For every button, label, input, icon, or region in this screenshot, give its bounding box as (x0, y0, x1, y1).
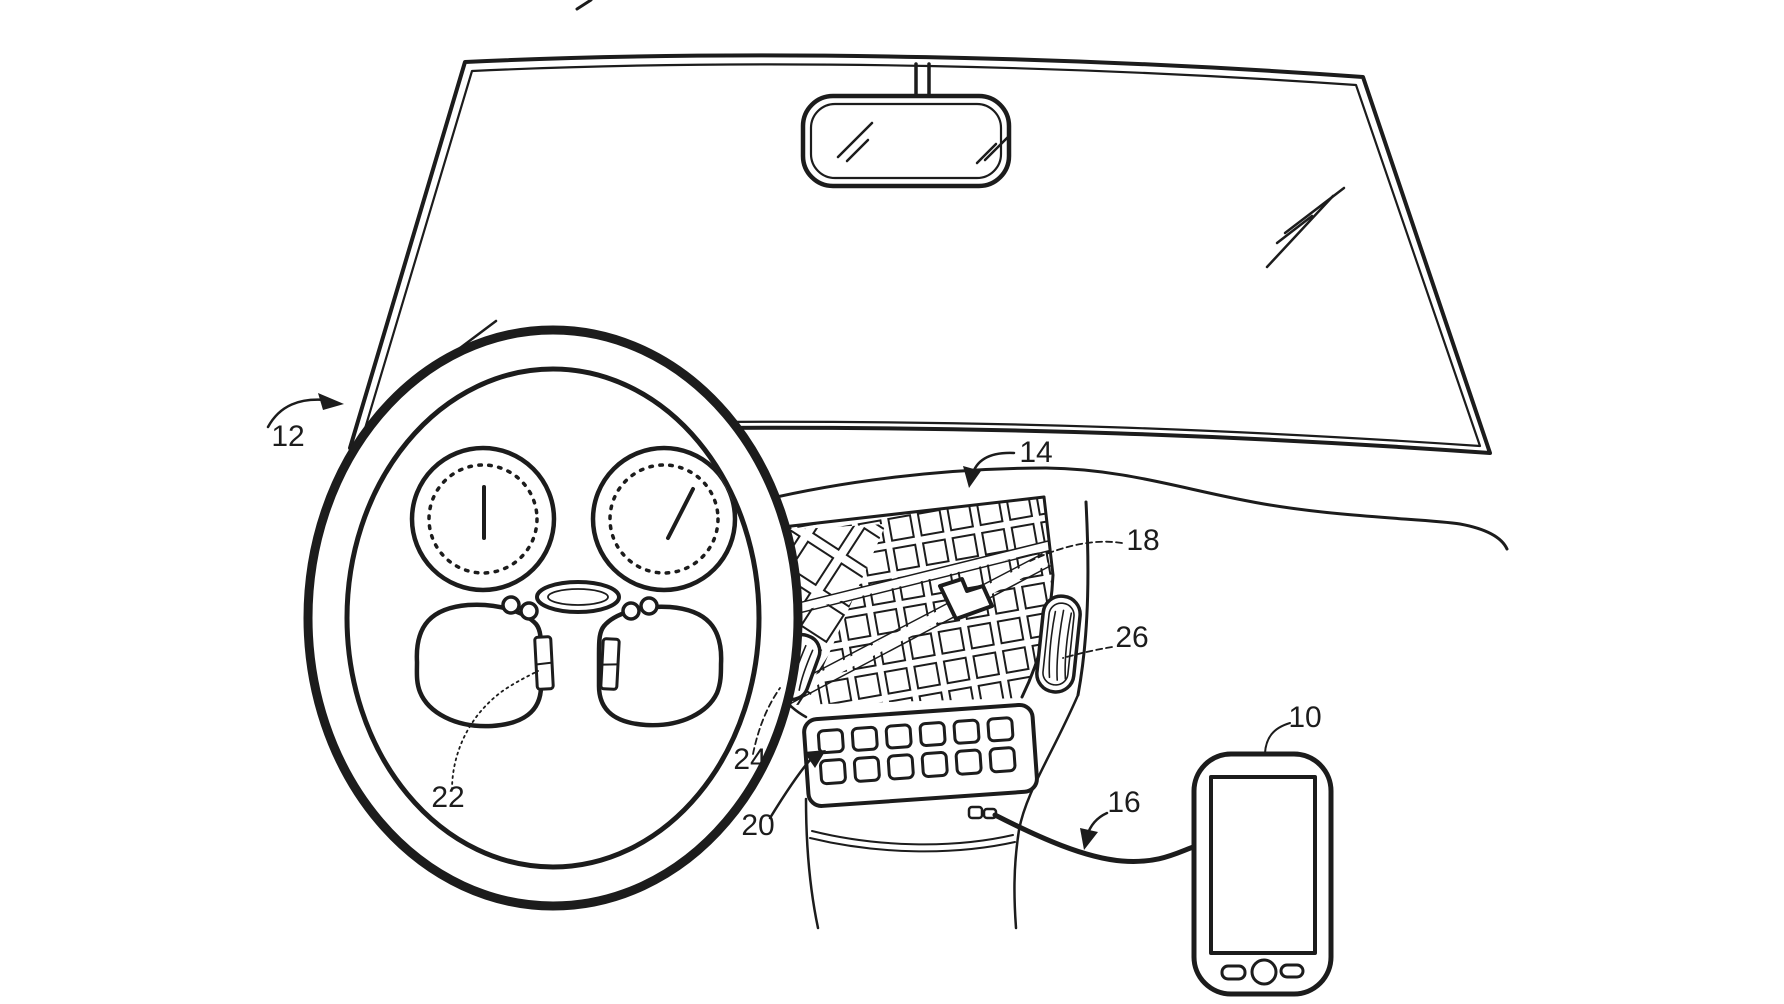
ref-label-22: 22 (431, 781, 464, 814)
panel-button[interactable] (952, 718, 981, 745)
leader-20 (768, 758, 812, 820)
mobile-phone (1191, 751, 1334, 997)
mirror-body-outer (800, 93, 1012, 189)
gauge-left (409, 445, 557, 593)
ref-label-18: 18 (1126, 524, 1159, 557)
wheel-control-button-left[interactable] (533, 635, 555, 691)
arrowhead-12 (318, 393, 344, 410)
arrowhead-14 (963, 466, 981, 488)
map-screen-top-edge (746, 495, 1046, 533)
spoke-bumps (501, 595, 659, 621)
wheel-spoke-right (596, 604, 724, 728)
panel-button[interactable] (816, 728, 845, 755)
phone-home-button[interactable] (1250, 958, 1278, 986)
gauge-right-dotted-dial (608, 463, 720, 575)
mirror-body-inner (809, 102, 1003, 180)
cropped-leader-fragment (575, 0, 593, 11)
gauge-left-dotted-dial (427, 463, 539, 575)
wheel-control-button-right[interactable] (599, 637, 621, 691)
ref-label-14: 14 (1019, 436, 1052, 469)
instrument-cluster (409, 445, 738, 729)
wheel-spoke-left (414, 602, 544, 729)
mirror-glare (836, 121, 1011, 165)
ref-label-24: 24 (733, 743, 766, 776)
button-panel (802, 702, 1039, 808)
panel-button[interactable] (819, 758, 847, 786)
center-stack (772, 500, 1090, 930)
panel-button[interactable] (920, 751, 949, 778)
arrowhead-16 (1080, 828, 1098, 850)
leader-10 (1264, 722, 1291, 754)
map-bold-building (938, 577, 994, 621)
console-tray-lip (809, 830, 1016, 853)
ref-label-12: 12 (271, 420, 304, 453)
gauge-right (590, 445, 738, 593)
phone-screen[interactable] (1209, 775, 1317, 955)
panel-button[interactable] (918, 721, 947, 748)
usb-port[interactable] (967, 805, 998, 820)
arrowhead-20 (804, 750, 826, 768)
horn-hub (535, 580, 621, 614)
ref-label-26: 26 (1115, 621, 1148, 654)
phone-cable (992, 812, 1199, 864)
rearview-mirror (800, 62, 1012, 189)
steering-wheel (303, 325, 803, 911)
panel-button[interactable] (884, 723, 913, 750)
stack-right-pillar (1076, 500, 1090, 697)
right-vent (1035, 594, 1082, 694)
leader-18 (1029, 540, 1123, 562)
panel-button[interactable] (850, 725, 879, 752)
console-left-edge (804, 797, 820, 930)
panel-button[interactable] (986, 716, 1015, 743)
leader-24 (752, 687, 781, 755)
leader-26 (1062, 646, 1113, 659)
mirror-stem (914, 62, 931, 101)
ref-label-16: 16 (1107, 786, 1140, 819)
reference-labels: 12 14 18 26 24 20 22 16 10 (266, 393, 1322, 850)
phone-soft-button-left[interactable] (1220, 964, 1247, 981)
panel-button[interactable] (852, 755, 881, 783)
gauge-right-needle (666, 487, 695, 540)
panel-button[interactable] (988, 746, 1017, 774)
windshield-glare-right (1265, 186, 1346, 269)
phone-soft-button-right[interactable] (1279, 963, 1305, 979)
ref-label-20: 20 (741, 809, 774, 842)
ref-label-10: 10 (1288, 701, 1321, 734)
dashboard-brow-line (741, 466, 1509, 551)
panel-button[interactable] (954, 748, 983, 776)
panel-buttons (816, 716, 1017, 786)
leader-12 (266, 398, 328, 429)
panel-button[interactable] (886, 753, 915, 781)
